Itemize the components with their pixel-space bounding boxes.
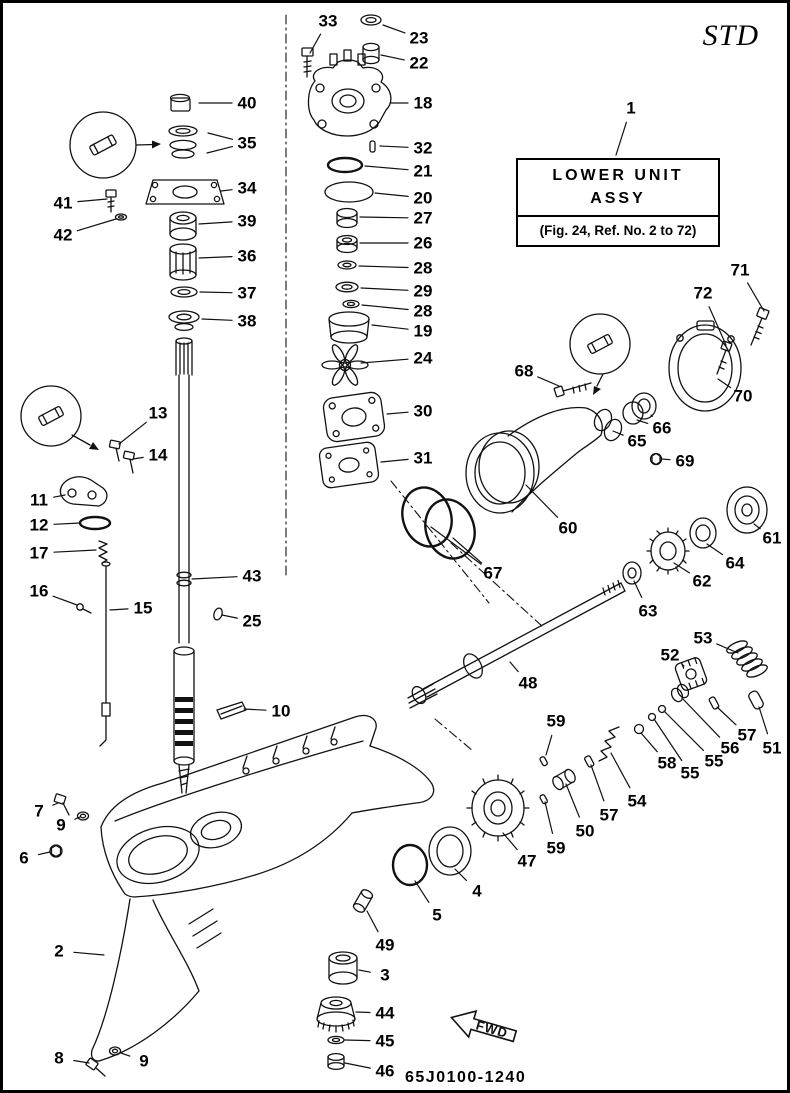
diagram-code: 65J0100-1240: [405, 1069, 527, 1086]
bearing-carrier-art: [668, 307, 770, 412]
assembly-box-divider: [518, 215, 718, 217]
water-pump-art: [301, 14, 476, 560]
gear-housing-art: [465, 382, 663, 514]
fwd-arrow: FWD: [449, 1009, 518, 1043]
assembly-box-line1: LOWER UNIT: [552, 167, 684, 184]
diagram-art: FWD: [20, 14, 770, 1077]
assembly-reference-box: LOWER UNIT ASSY (Fig. 24, Ref. No. 2 to …: [516, 158, 720, 247]
driveshaft-art: [145, 93, 247, 794]
fwd-arrow-label: FWD: [474, 1017, 509, 1040]
assembly-box-line3: (Fig. 24, Ref. No. 2 to 72): [539, 223, 697, 238]
detail-circle-b: [20, 385, 99, 450]
detail-circle-c: [569, 313, 631, 395]
forward-gear-art: [622, 486, 768, 585]
construction-lines: [285, 14, 544, 752]
std-label: STD: [702, 19, 759, 52]
gear-case-art: [49, 714, 435, 1077]
detail-circle-a: [69, 111, 161, 179]
shift-rod-art: [59, 189, 135, 747]
propshaft-art: [407, 579, 626, 709]
assembly-box-line2: ASSY: [590, 190, 646, 207]
